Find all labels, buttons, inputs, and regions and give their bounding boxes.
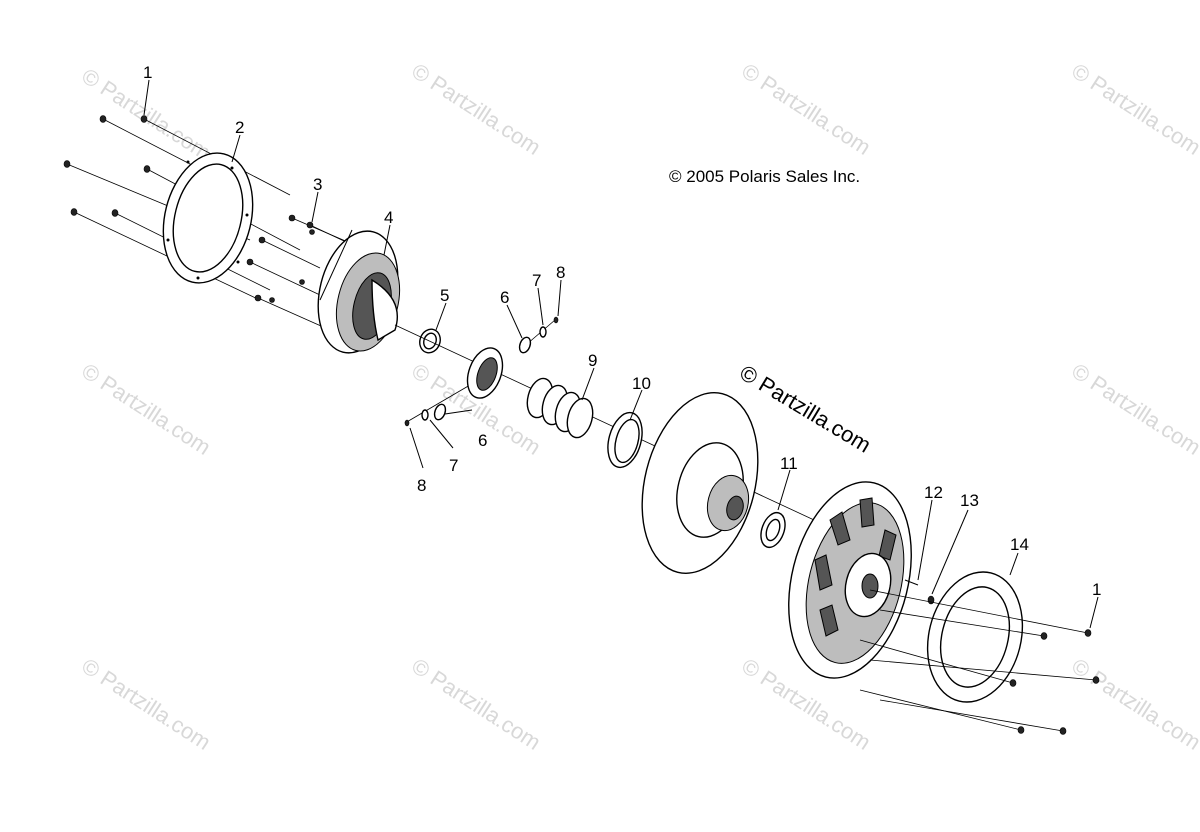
- callout-13: 13: [960, 491, 979, 510]
- callout-7-lower: 7: [449, 456, 458, 475]
- callout-12: 12: [924, 483, 943, 502]
- bolt: [1040, 632, 1048, 640]
- watermark: © Partzilla.com: [1067, 58, 1200, 160]
- callout-8-upper: 8: [556, 263, 565, 282]
- watermark: © Partzilla.com: [1067, 358, 1200, 460]
- right-bolt-axes: [859, 589, 1097, 732]
- copyright-notice: © 2005 Polaris Sales Inc.: [669, 167, 860, 186]
- callout-4: 4: [384, 208, 393, 227]
- roller-bearing-assembly: [404, 316, 559, 427]
- bolt: [111, 209, 119, 217]
- callout-6-upper: 6: [500, 288, 509, 307]
- callout-8-lower: 8: [417, 476, 426, 495]
- bolt-set-right: [1009, 629, 1100, 735]
- washer: [760, 511, 786, 549]
- watermark: © Partzilla.com: [77, 653, 215, 755]
- gasket-ring-right: [926, 571, 1024, 703]
- sheave-disc: [641, 392, 759, 574]
- cover-housing: [317, 229, 401, 354]
- callout-labels: 1 2 3 4 5 6 7 8 6 7 8 9 10 11 12 13 14 1: [143, 63, 1101, 599]
- bolt: [99, 115, 107, 123]
- callout-2: 2: [235, 118, 244, 137]
- callout-1-right: 1: [1092, 580, 1101, 599]
- bolt: [1009, 679, 1017, 687]
- callout-1-top-left: 1: [143, 63, 152, 82]
- callout-9: 9: [588, 351, 597, 370]
- screw-set: [246, 214, 315, 303]
- pin-nut: [904, 579, 935, 605]
- callout-7-upper: 7: [532, 271, 541, 290]
- callout-6-lower: 6: [478, 431, 487, 450]
- watermark-group: © Partzilla.com © Partzilla.com © Partzi…: [77, 58, 1200, 755]
- bolt: [70, 208, 78, 216]
- watermark: © Partzilla.com: [77, 358, 215, 460]
- callout-10: 10: [632, 374, 651, 393]
- gasket-ring-left: [162, 152, 254, 284]
- watermark: © Partzilla.com: [737, 58, 875, 160]
- callout-14: 14: [1010, 535, 1029, 554]
- callout-11: 11: [780, 454, 798, 473]
- bolt: [1017, 726, 1025, 734]
- watermark: © Partzilla.com: [1067, 653, 1200, 755]
- bolt: [143, 165, 151, 173]
- callout-3: 3: [313, 175, 322, 194]
- bolt-set-left: [63, 115, 151, 217]
- bolt: [140, 115, 148, 123]
- callout-5: 5: [440, 286, 449, 305]
- bolt: [1059, 727, 1067, 735]
- bolt: [1084, 629, 1092, 637]
- spring: [526, 377, 594, 439]
- leader-lines: [143, 79, 1099, 629]
- bolt: [63, 160, 71, 168]
- moveable-sheave: [788, 481, 912, 679]
- bolt: [1092, 676, 1100, 684]
- bushing-ring: [607, 411, 643, 469]
- watermark: © Partzilla.com: [407, 653, 545, 755]
- watermark: © Partzilla.com: [407, 58, 545, 160]
